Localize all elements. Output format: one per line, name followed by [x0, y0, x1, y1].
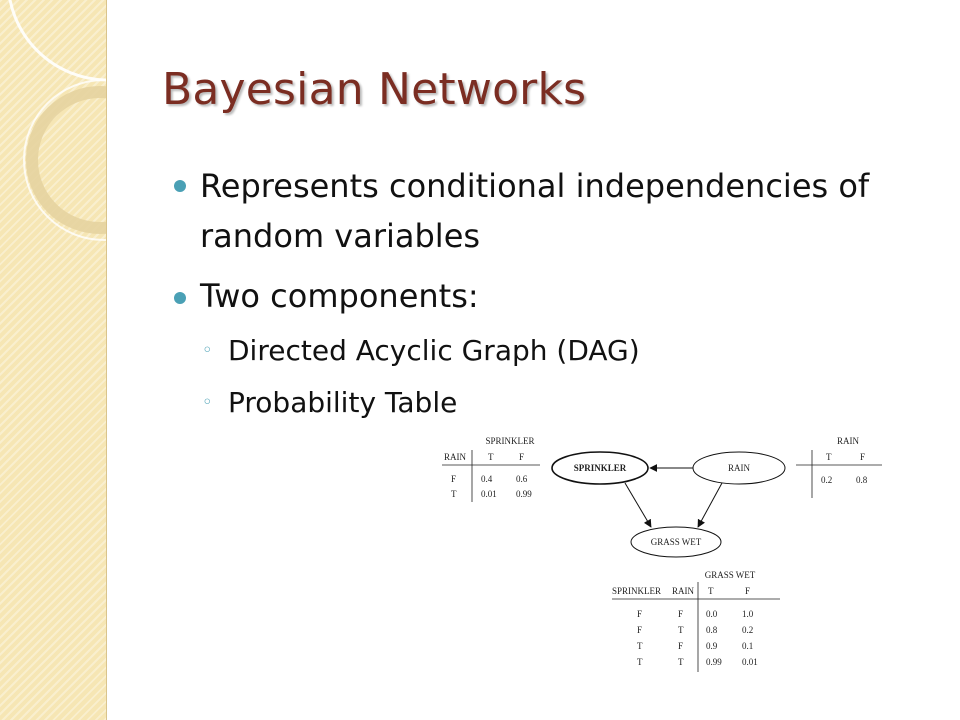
table-cell: 0.01 — [742, 657, 758, 667]
table-header: RAIN — [444, 452, 466, 462]
table-cell: 0.99 — [706, 657, 722, 667]
bullet-text: Two components: — [200, 277, 479, 315]
sprinkler-probability-table: SPRINKLER RAIN T F F 0.4 0.6 T 0.01 0.99 — [442, 436, 540, 502]
table-cell: 1.0 — [742, 609, 754, 619]
sub-bullet-marker: ◦ — [202, 392, 213, 413]
slide-title: Bayesian Networks — [162, 64, 587, 115]
table-cell: T — [637, 641, 643, 651]
sub-bullet-marker: ◦ — [202, 340, 213, 361]
table-header: F — [860, 452, 865, 462]
table-cell: 0.9 — [706, 641, 718, 651]
table-cell: 0.4 — [481, 474, 493, 484]
bullet-text: Represents conditional independencies of — [200, 167, 870, 205]
table-cell: F — [678, 641, 683, 651]
table-cell: F — [637, 609, 642, 619]
table-cell: 0.6 — [516, 474, 528, 484]
bullet-dot — [174, 180, 186, 192]
table-cell: F — [637, 625, 642, 635]
table-cell: 0.01 — [481, 489, 497, 499]
table-header: T — [488, 452, 494, 462]
table-cell: 0.8 — [856, 475, 868, 485]
table-cell: T — [678, 657, 684, 667]
table-title: SPRINKLER — [485, 436, 534, 446]
table-cell: 0.99 — [516, 489, 532, 499]
rain-probability-table: RAIN T F 0.2 0.8 — [796, 436, 882, 498]
edge-rain-to-grass — [697, 482, 723, 528]
grass-wet-probability-table: GRASS WET SPRINKLER RAIN T F F F 0.0 1.0… — [612, 570, 780, 672]
table-cell: F — [678, 609, 683, 619]
table-header: SPRINKLER — [612, 586, 661, 596]
node-label: SPRINKLER — [574, 463, 627, 473]
table-cell: 0.0 — [706, 609, 718, 619]
node-label: RAIN — [728, 463, 750, 473]
node-label: GRASS WET — [651, 537, 702, 547]
table-cell: 0.2 — [821, 475, 832, 485]
sprinkler-node: SPRINKLER — [551, 451, 649, 485]
table-cell: 0.8 — [706, 625, 718, 635]
bullet-dot — [174, 292, 186, 304]
sub-bullet-text: Directed Acyclic Graph (DAG) — [228, 334, 640, 367]
table-cell: T — [678, 625, 684, 635]
rain-node: RAIN — [692, 451, 786, 485]
table-cell: T — [451, 489, 457, 499]
sub-bullet-text: Probability Table — [228, 386, 458, 419]
decorative-side-band — [0, 0, 107, 720]
table-header: RAIN — [672, 586, 694, 596]
edge-sprinkler-to-grass — [624, 482, 652, 528]
table-cell: T — [637, 657, 643, 667]
table-header: T — [826, 452, 832, 462]
table-cell: 0.1 — [742, 641, 753, 651]
table-title: GRASS WET — [705, 570, 756, 580]
table-cell: 0.2 — [742, 625, 753, 635]
decorative-circles — [8, 0, 106, 241]
table-cell: F — [451, 474, 456, 484]
table-header: F — [519, 452, 524, 462]
table-header: F — [745, 586, 750, 596]
bayesian-network-diagram: SPRINKLER RAIN T F F 0.4 0.6 T 0.01 0.99… — [442, 436, 882, 672]
grass-wet-node: GRASS WET — [630, 526, 722, 558]
bullet-text-continued: random variables — [200, 217, 481, 255]
table-title: RAIN — [837, 436, 859, 446]
table-header: T — [708, 586, 714, 596]
